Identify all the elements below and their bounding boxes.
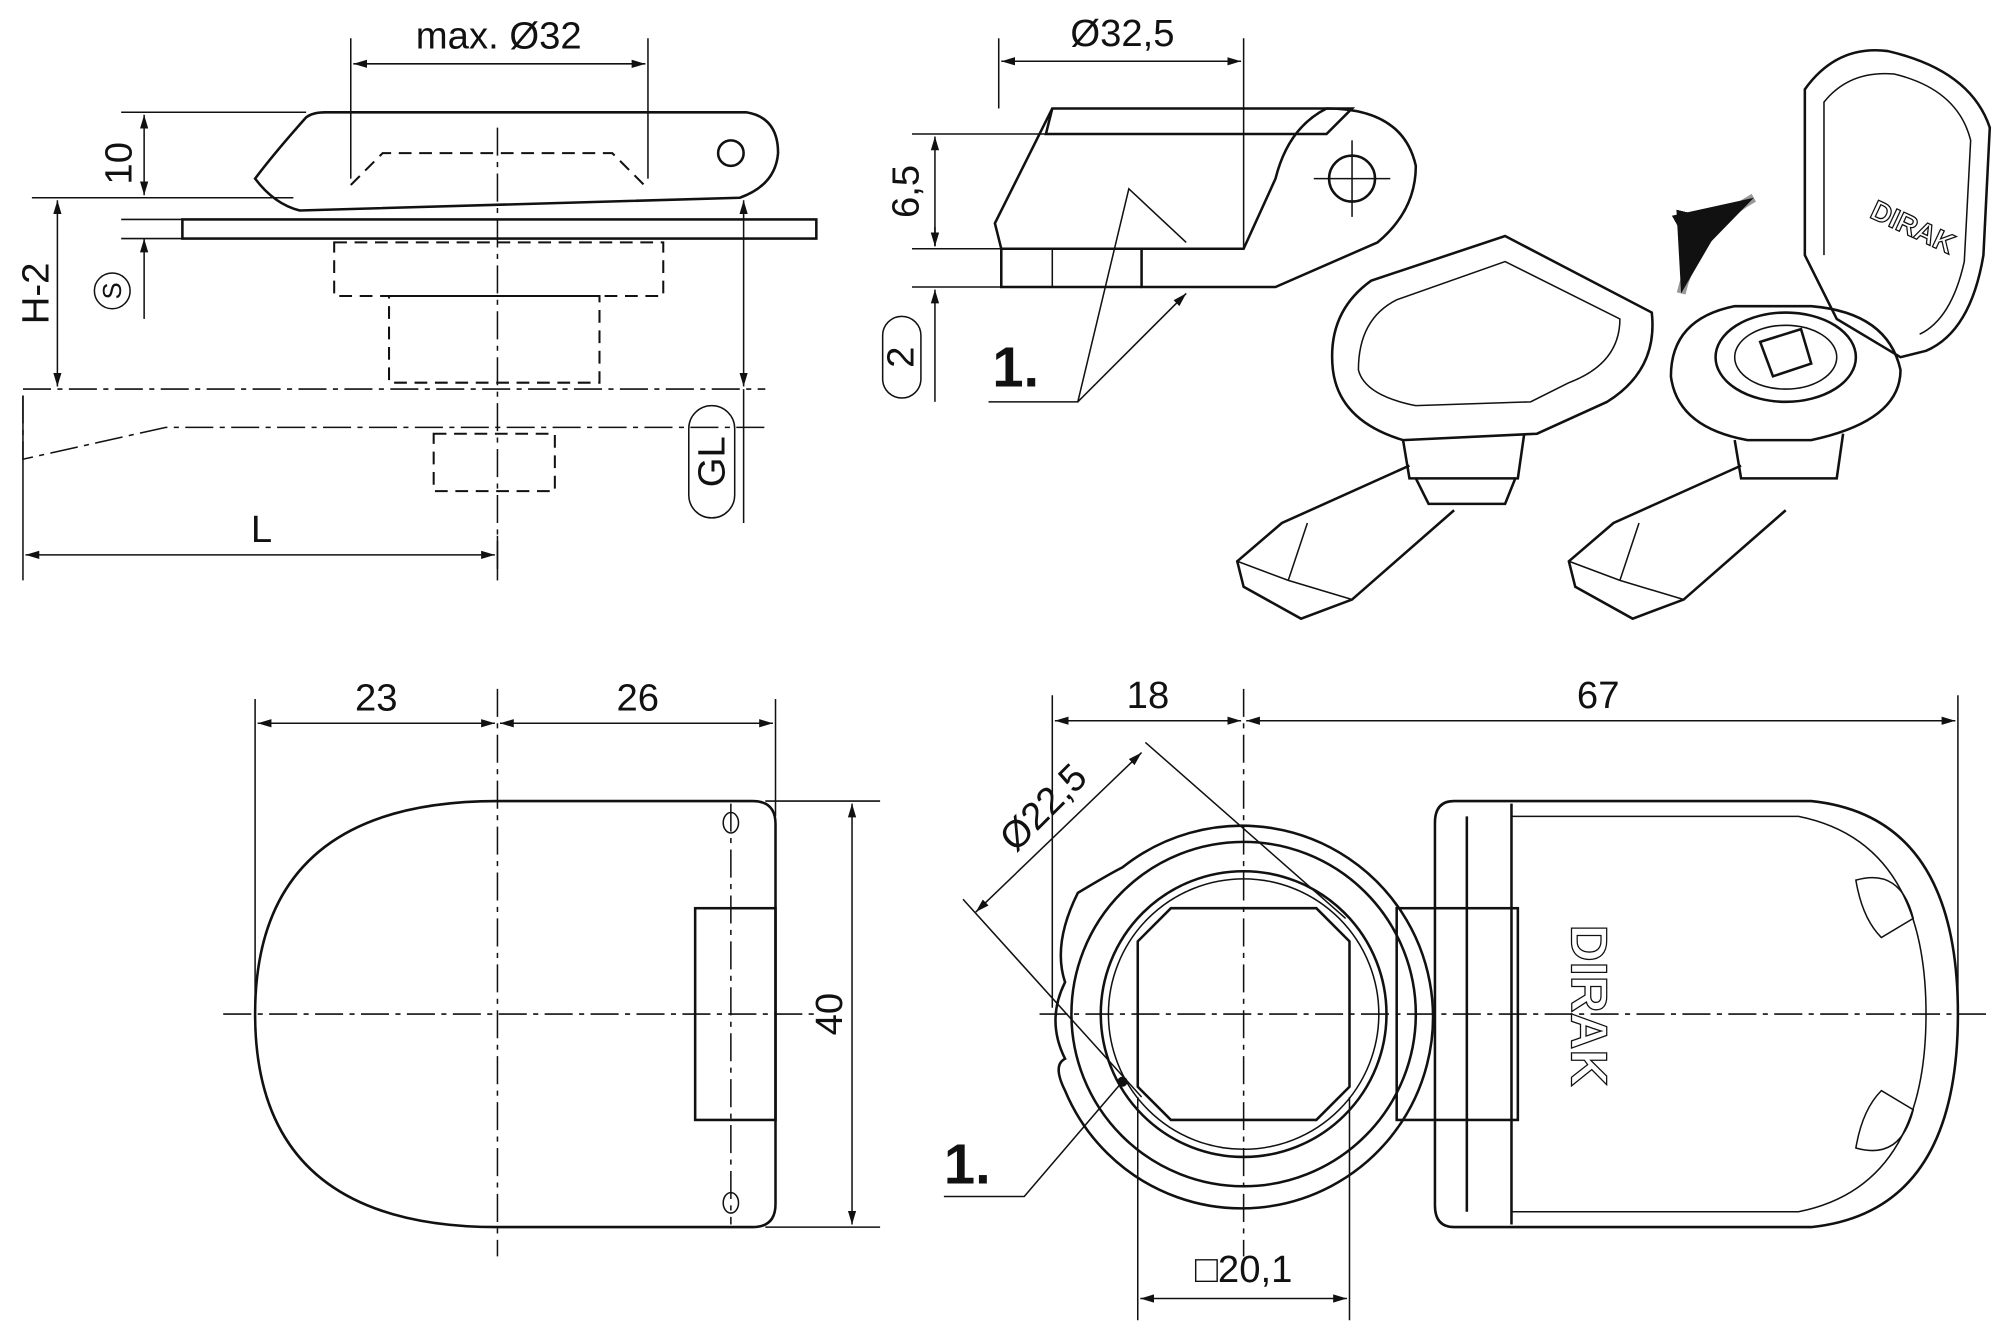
dim-gl: GL (690, 436, 733, 487)
hinge-pin (716, 139, 745, 168)
dim-s: S (99, 282, 127, 299)
callout-1-section: 1. (992, 336, 1039, 399)
dim-square-20-1: □20,1 (1195, 1248, 1293, 1291)
dim-23: 23 (355, 677, 398, 720)
cover-outline (253, 111, 780, 212)
lock-open-iso: DIRAK (1567, 49, 1992, 621)
top-view-closed: 23 26 40 (223, 677, 881, 1257)
top-view-open: DIRAK 18 67 Ø22,5 □20,1 1. (943, 674, 1990, 1321)
dim-diameter-22-5: Ø22,5 (991, 755, 1095, 859)
callout-1-top: 1. (944, 1133, 991, 1196)
dim-67: 67 (1577, 674, 1620, 717)
lever-outline (22, 388, 766, 461)
lock-closed-iso (1235, 234, 1654, 621)
dim-6-5: 6,5 (884, 165, 927, 218)
dim-h-2: H-2 (14, 263, 57, 325)
section-view: Ø32,5 6,5 2 1. (879, 12, 1418, 403)
dim-diameter-32-5: Ø32,5 (1070, 12, 1174, 55)
section-hinge (1140, 107, 1418, 289)
nut-hidden (333, 241, 665, 297)
section-top (1044, 107, 1356, 136)
dim-10: 10 (97, 142, 140, 185)
dim-l: L (251, 508, 272, 551)
dim-max-diameter: max. Ø32 (416, 15, 582, 58)
screw-hidden (432, 432, 556, 493)
dim-26: 26 (616, 677, 659, 720)
panel-plate (181, 218, 818, 240)
s-symbol-circle (93, 272, 131, 310)
side-view: max. Ø32 10 S H-2 L GL (14, 15, 818, 581)
rotation-arrow-icon (1671, 193, 1757, 295)
body-hidden (388, 294, 601, 384)
dim-2: 2 (879, 347, 922, 368)
iso-brand-logo: DIRAK (1866, 194, 1960, 260)
isometric-views: DIRAK (1235, 49, 1992, 621)
dim-18: 18 (1127, 674, 1170, 717)
brand-logo: DIRAK (1560, 925, 1617, 1087)
dim-40: 40 (808, 993, 851, 1036)
